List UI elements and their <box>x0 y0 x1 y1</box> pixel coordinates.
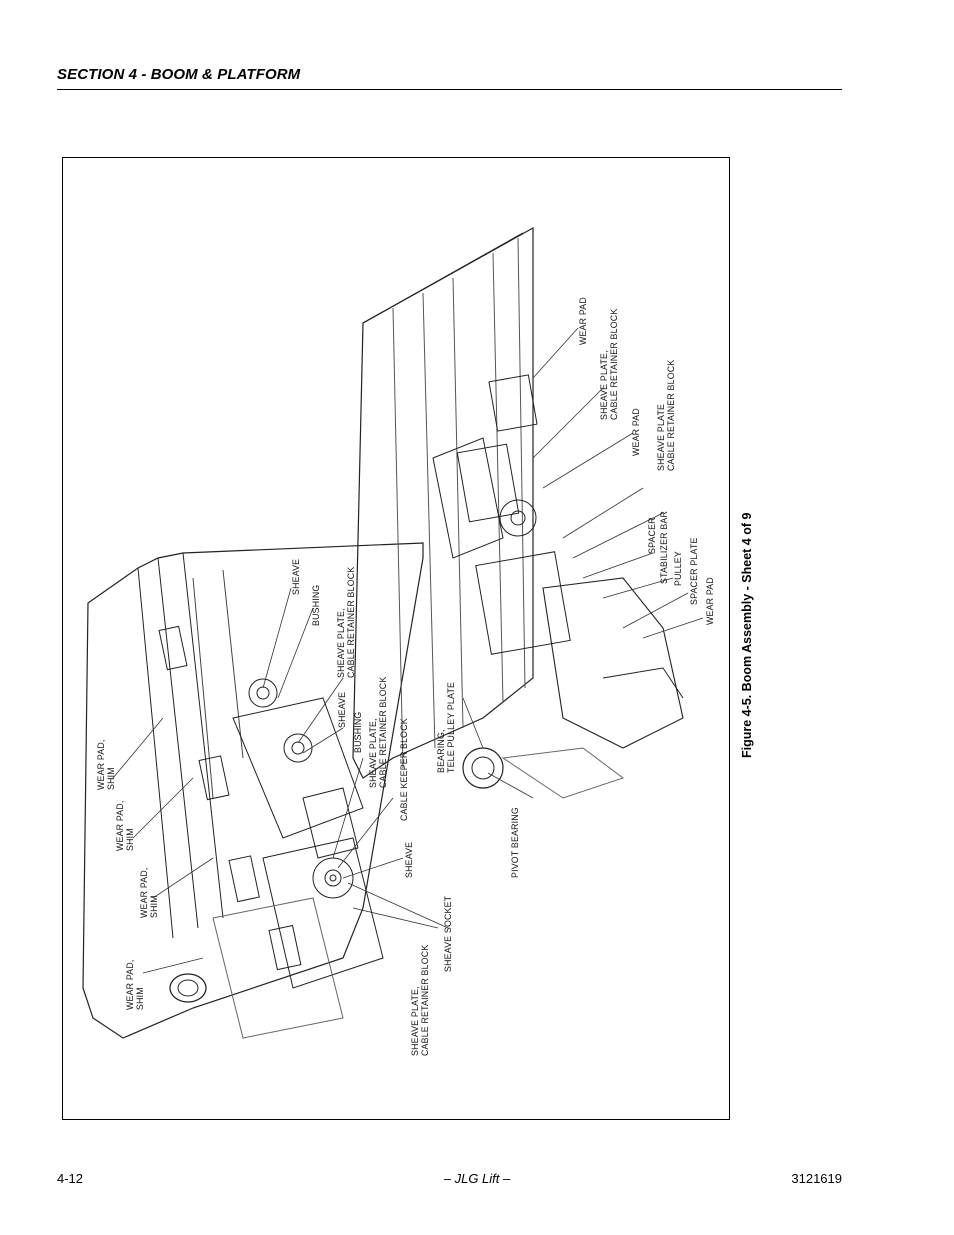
section-title: SECTION 4 - BOOM & PLATFORM <box>57 66 301 83</box>
document-number: 3121619 <box>791 1171 842 1186</box>
upper-boom-section <box>352 226 684 799</box>
leader-lines <box>112 327 704 974</box>
figure-frame: WEAR PAD, SHIM WEAR PAD, SHIM WEAR PAD, … <box>62 157 730 1120</box>
header-rule <box>57 89 842 90</box>
boom-assembly-drawing <box>82 226 704 1039</box>
page-number: 4-12 <box>57 1171 84 1186</box>
footer-publisher: – JLG Lift – <box>443 1171 511 1186</box>
lower-boom-section <box>82 542 424 1039</box>
figure-caption: Figure 4-5. Boom Assembly - Sheet 4 of 9 <box>740 512 754 758</box>
